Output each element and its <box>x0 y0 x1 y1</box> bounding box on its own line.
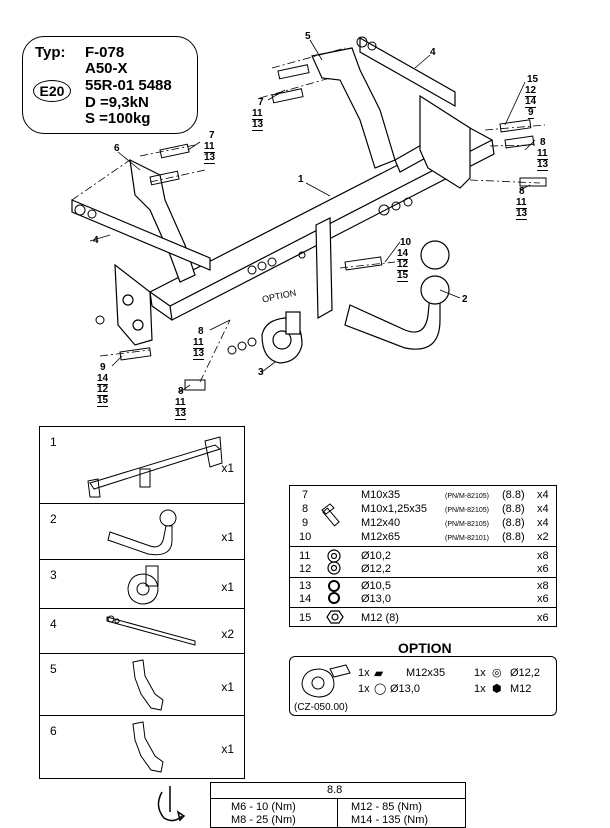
side-plate-left-drawing <box>71 199 211 271</box>
torque-value: M8 - 25 (Nm) <box>231 814 296 826</box>
torque-value: M6 - 10 (Nm) <box>231 801 296 813</box>
model-code: A50-X <box>85 60 128 77</box>
callout-14: 14 <box>525 96 537 108</box>
callout-13-b: 13 <box>175 408 187 420</box>
center-holder-drawing <box>315 217 333 320</box>
ball-neck-icon <box>107 509 177 556</box>
callout-4-left: 4 <box>93 235 99 246</box>
right-bracket-drawing <box>311 47 396 169</box>
part-quantity: x1 <box>221 742 234 756</box>
side-plate-top-drawing <box>359 36 456 108</box>
part-row: 4 x2 <box>39 608 245 654</box>
nut-icon <box>326 610 344 624</box>
callout-7-top: 7 <box>258 97 264 108</box>
torque-grade: 8.8 <box>327 784 343 796</box>
callout-8-m: 8 <box>198 326 204 337</box>
callout-15-l: 15 <box>97 395 109 407</box>
s-value: S =100kg <box>85 110 151 127</box>
approval-mark: E20 <box>33 80 71 102</box>
part-quantity: x2 <box>221 627 234 641</box>
bolt-icon <box>321 503 340 527</box>
washer-icon: ◎ <box>492 667 502 679</box>
part-row: 6 x1 <box>39 715 245 779</box>
callout-13-r1: 13 <box>537 159 549 171</box>
callout-11-r2: 11 <box>516 197 527 209</box>
callout-5: 5 <box>305 31 311 42</box>
callout-12-b: 12 <box>397 259 409 271</box>
left-bracket-icon <box>132 721 164 773</box>
part-quantity: x1 <box>221 580 234 594</box>
flat-washer-icon <box>327 549 341 575</box>
side-plate-icon <box>106 615 196 646</box>
part-row: 5 x1 <box>39 653 245 716</box>
spring-washer-icon: ◯ <box>374 683 387 695</box>
torque-table: 8.8 M6 - 10 (Nm) M12 - 85 (Nm) M8 - 25 (… <box>210 782 466 828</box>
callout-7-left: 7 <box>209 130 215 141</box>
callout-8-r2: 8 <box>519 186 525 197</box>
callout-13-r2: 13 <box>516 208 528 220</box>
option-box: 1x ▰ M12x35 1x ◎ Ø12,2 1x ◯ Ø13,0 1x ⬢ M… <box>289 656 557 716</box>
callout-8-b: 8 <box>178 386 184 397</box>
part-number: 5 <box>50 662 57 676</box>
callout-13-top: 13 <box>252 119 264 131</box>
right-end-plate-drawing <box>419 94 471 189</box>
ball-neck-drawing <box>344 294 441 350</box>
part-row: 2 x1 <box>39 503 245 560</box>
callout-4-top: 4 <box>430 47 436 58</box>
callout-13-m: 13 <box>193 348 205 360</box>
parts-list-table: 1 x1 2 x1 3 x1 4 x2 5 x1 6 <box>39 426 245 826</box>
torque-wrench-icon <box>157 786 186 822</box>
right-bracket-icon <box>132 659 164 711</box>
spring-washer-icon <box>328 580 340 604</box>
callout-2: 2 <box>462 294 468 305</box>
left-bracket-drawing <box>129 158 196 283</box>
part-number: 3 <box>50 568 57 582</box>
option-title: OPTION <box>398 640 452 656</box>
part-quantity: x1 <box>221 680 234 694</box>
part-row: 3 x1 <box>39 559 245 609</box>
nut-icon: ⬢ <box>492 683 502 695</box>
approval-number: 55R-01 5488 <box>85 77 172 94</box>
callout-13-left: 13 <box>204 152 216 164</box>
option-socket-plate-icon <box>301 664 351 698</box>
option-code: (CZ-050.00) <box>294 702 348 713</box>
callout-11-b: 11 <box>175 397 186 409</box>
callout-15: 15 <box>527 74 539 85</box>
callout-14-l: 14 <box>97 373 109 385</box>
model-number: F-078 <box>85 44 125 61</box>
d-value: D =9,3kN <box>85 94 149 111</box>
callout-11-r1: 11 <box>537 148 548 160</box>
callout-3: 3 <box>258 367 264 378</box>
callout-12-l: 12 <box>97 384 109 396</box>
typ-label: Typ: <box>35 44 66 61</box>
callout-1: 1 <box>298 174 304 185</box>
part-quantity: x1 <box>221 461 234 475</box>
callout-11-top: 11 <box>252 108 263 120</box>
left-end-plate-drawing <box>114 263 153 346</box>
part-number: 2 <box>50 512 57 526</box>
torque-value: M14 - 135 (Nm) <box>351 814 429 826</box>
callout-9-l: 9 <box>100 362 106 373</box>
callout-11-left: 11 <box>204 141 215 153</box>
callout-6: 6 <box>114 143 120 154</box>
callout-14-b: 14 <box>397 248 409 260</box>
part-number: 4 <box>50 617 57 631</box>
part-quantity: x1 <box>221 530 234 544</box>
bolt-icon: ▰ <box>374 666 384 680</box>
type-approval-box: Typ: F-078 A50-X E20 55R-01 5488 D =9,3k… <box>22 36 198 134</box>
callout-10: 10 <box>400 237 412 248</box>
socket-plate-icon <box>127 565 159 605</box>
fasteners-table: 7 M10x35 (PN/M-82105) (8.8) x4 8 M10x1,2… <box>289 485 557 627</box>
callout-15-b: 15 <box>397 270 409 282</box>
crossbeam-icon <box>87 436 223 498</box>
torque-value: M12 - 85 (Nm) <box>351 801 422 813</box>
part-row: 1 x1 <box>39 426 245 504</box>
part-number: 1 <box>50 435 57 449</box>
part-number: 6 <box>50 724 57 738</box>
exploded-assembly-drawing <box>71 36 547 393</box>
callout-9: 9 <box>528 107 534 119</box>
callout-8-r1: 8 <box>540 137 546 148</box>
callout-12: 12 <box>525 85 537 97</box>
callout-11-m: 11 <box>193 337 204 349</box>
